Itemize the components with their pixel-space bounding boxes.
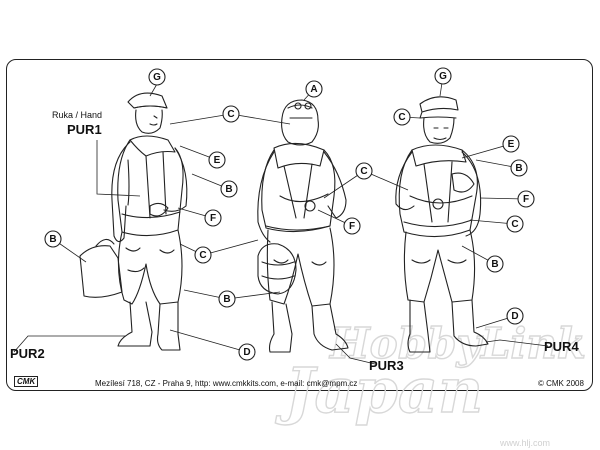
cmk-logo: CMK — [14, 376, 39, 387]
watermark: HobbyLink Japan www.hlj.com — [274, 318, 586, 448]
callout-letter: B — [491, 259, 498, 270]
callout-letter: C — [360, 166, 367, 177]
callout-g-g1: G — [148, 68, 166, 86]
callout-letter: C — [227, 109, 234, 120]
callout-letter: F — [523, 194, 529, 205]
figure-pur4 — [395, 96, 489, 353]
callout-letter: E — [214, 155, 221, 166]
callout-f-f3: F — [517, 190, 535, 208]
callout-letter: G — [153, 72, 161, 83]
watermark-line2: Japan — [275, 354, 483, 427]
callout-letter: B — [225, 184, 232, 195]
callout-letter: C — [199, 250, 206, 261]
hand-caption: Ruka / Hand — [52, 110, 103, 120]
callout-c-c1: C — [222, 105, 240, 123]
callout-f-f2: F — [343, 217, 361, 235]
callout-g-g2: G — [434, 67, 452, 85]
watermark-line1: HobbyLink — [329, 319, 586, 368]
label-pur3: PUR3 — [369, 358, 404, 373]
callout-letter: B — [49, 234, 56, 245]
callout-d-d1: D — [238, 343, 256, 361]
callout-letter: D — [243, 347, 250, 358]
callout-letter: G — [439, 71, 447, 82]
callout-letter: C — [398, 112, 405, 123]
callout-b-b2: B — [44, 230, 62, 248]
figure-pur3 — [257, 99, 349, 353]
label-pur2: PUR2 — [10, 346, 45, 361]
watermark-url: www.hlj.com — [499, 438, 550, 448]
callout-letter: E — [508, 139, 515, 150]
callout-b-b1: B — [220, 180, 238, 198]
callout-b-b4: B — [510, 159, 528, 177]
callout-b-b3: B — [218, 290, 236, 308]
callout-c-c4: C — [393, 108, 411, 126]
callout-letter: B — [223, 294, 230, 305]
callout-c-c3: C — [355, 162, 373, 180]
diagram-frame — [6, 59, 593, 391]
figure-pur1 — [79, 92, 188, 351]
footer-address: Mezílesí 718, CZ - Praha 9, http: www.cm… — [95, 379, 358, 388]
callout-letter: F — [210, 213, 216, 224]
callout-letter: D — [511, 311, 518, 322]
label-pur4: PUR4 — [544, 339, 579, 354]
callout-b-b5: B — [486, 255, 504, 273]
callout-letter: C — [511, 219, 518, 230]
callout-letter: F — [349, 221, 355, 232]
callout-letter: B — [515, 163, 522, 174]
callout-letter: A — [310, 84, 317, 95]
callout-c-c2: C — [194, 246, 212, 264]
footer-copyright: © CMK 2008 — [538, 379, 584, 388]
callout-e-e2: E — [502, 135, 520, 153]
callout-c-c5: C — [506, 215, 524, 233]
callout-a-a1: A — [305, 80, 323, 98]
label-pur1: PUR1 — [67, 122, 102, 137]
callout-f-f1: F — [204, 209, 222, 227]
callout-d-d2: D — [506, 307, 524, 325]
callout-markers: G C E B F B C B D A C F G C E B F C B D — [44, 67, 535, 361]
callout-e-e1: E — [208, 151, 226, 169]
